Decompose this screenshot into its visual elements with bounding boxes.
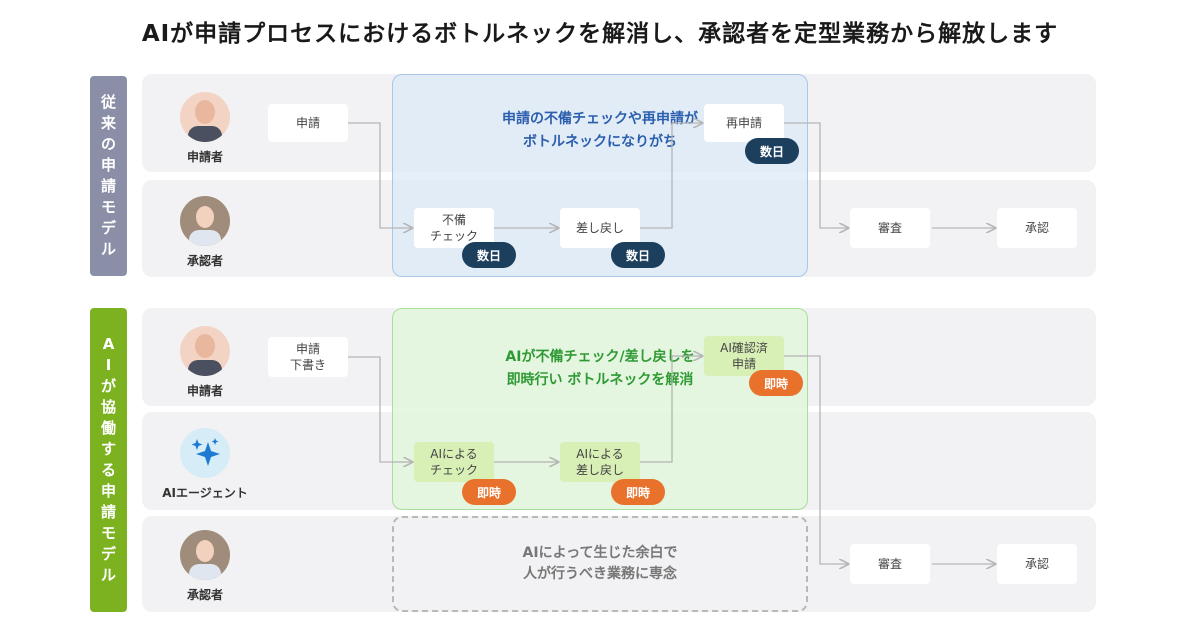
actor-new-approver-label: 承認者 (186, 588, 223, 602)
actor-old-approver-label: 承認者 (186, 254, 223, 268)
badge-old-reapply-days: 数日 (745, 138, 799, 164)
woman-avatar-icon (180, 530, 230, 580)
step-old-approve: 承認 (997, 208, 1077, 248)
step-new-ai-check-line1: AIによる (430, 447, 478, 461)
arrow-ai-sendback-to-confirmed (640, 356, 702, 463)
man-avatar-icon (180, 326, 230, 376)
step-old-sendback-label: 差し戻し (575, 221, 624, 235)
sparkle-icon (180, 428, 230, 478)
step-new-ai-confirmed-line1: AI確認済 (720, 341, 768, 355)
step-new-approve: 承認 (997, 544, 1077, 584)
step-old-reapply-label: 再申請 (725, 116, 762, 130)
page-title: AIが申請プロセスにおけるボトルネックを解消し、承認者を定型業務から解放します (141, 21, 1059, 47)
step-old-apply-label: 申請 (295, 116, 320, 130)
step-old-check: 不備 チェック (414, 208, 494, 248)
step-old-check-line2: チェック (429, 229, 478, 243)
actor-new-approver: 承認者 (155, 530, 255, 603)
step-old-apply: 申請 (268, 104, 348, 142)
actor-old-applicant-label: 申請者 (186, 150, 223, 164)
woman-avatar-icon (180, 196, 230, 246)
arrow-reapply-to-review (784, 122, 848, 228)
freed-time-area: AIによって生じた余白で 人が行うべき業務に専念 (392, 516, 808, 612)
step-new-ai-confirmed-line2: 申請 (731, 357, 756, 371)
arrow-draft-to-ai-check (348, 356, 412, 462)
step-new-review: 審査 (850, 544, 930, 584)
bottleneck-caption-line1: 申請の不備チェックや再申請が (502, 111, 698, 127)
actor-ai-agent-label: AIエージェント (162, 486, 248, 500)
actor-ai-agent: AIエージェント (155, 428, 255, 501)
step-new-review-label: 審査 (877, 557, 902, 571)
step-new-ai-confirmed: AI確認済 申請 (704, 336, 784, 376)
arrow-sendback-to-reapply (640, 123, 702, 229)
step-old-check-line1: 不備 (441, 213, 466, 227)
section-label-old-text: 従来の申請モデル (100, 93, 116, 258)
badge-new-confirmed-instant: 即時 (749, 370, 803, 396)
step-old-reapply: 再申請 (704, 104, 784, 142)
actor-old-approver: 承認者 (155, 196, 255, 269)
freed-time-line1: AIによって生じた余白で (522, 545, 678, 561)
bottleneck-caption-line2: ボトルネックになりがち (523, 134, 677, 150)
badge-old-check-days: 数日 (462, 242, 516, 268)
badge-new-check-instant: 即時 (462, 479, 516, 505)
step-new-ai-sendback: AIによる 差し戻し (560, 442, 640, 482)
step-old-review-label: 審査 (877, 221, 902, 235)
freed-time-line2: 人が行うべき業務に専念 (523, 566, 677, 582)
step-new-ai-sendback-line1: AIによる (576, 447, 624, 461)
section-label-ai-text: AIが協働する申請モデル (100, 335, 116, 584)
step-new-approve-label: 承認 (1024, 557, 1049, 571)
section-label-old-model: 従来の申請モデル (90, 76, 127, 276)
section-label-ai-model: AIが協働する申請モデル (90, 308, 127, 612)
actor-new-applicant: 申請者 (155, 326, 255, 399)
step-new-ai-sendback-line2: 差し戻し (575, 463, 624, 477)
step-old-review: 審査 (850, 208, 930, 248)
ai-resolution-caption-line2: 即時行い ボトルネックを解消 (506, 372, 694, 388)
step-new-draft-line2: 下書き (289, 358, 326, 372)
arrow-apply-to-check (348, 122, 412, 228)
man-avatar-icon (180, 92, 230, 142)
ai-resolution-caption: AIが不備チェック/差し戻しを 即時行い ボトルネックを解消 (392, 346, 808, 392)
ai-resolution-caption-line1: AIが不備チェック/差し戻しを (505, 349, 695, 365)
arrow-confirmed-to-review (784, 355, 848, 564)
step-new-draft-line1: 申請 (295, 342, 320, 356)
bottleneck-caption: 申請の不備チェックや再申請が ボトルネックになりがち (392, 108, 808, 154)
actor-new-applicant-label: 申請者 (186, 384, 223, 398)
step-new-ai-check-line2: チェック (429, 463, 478, 477)
actor-old-applicant: 申請者 (155, 92, 255, 165)
badge-old-sendback-days: 数日 (611, 242, 665, 268)
badge-new-sendback-instant: 即時 (611, 479, 665, 505)
step-old-sendback: 差し戻し (560, 208, 640, 248)
step-old-approve-label: 承認 (1024, 221, 1049, 235)
step-new-draft: 申請 下書き (268, 337, 348, 377)
step-new-ai-check: AIによる チェック (414, 442, 494, 482)
